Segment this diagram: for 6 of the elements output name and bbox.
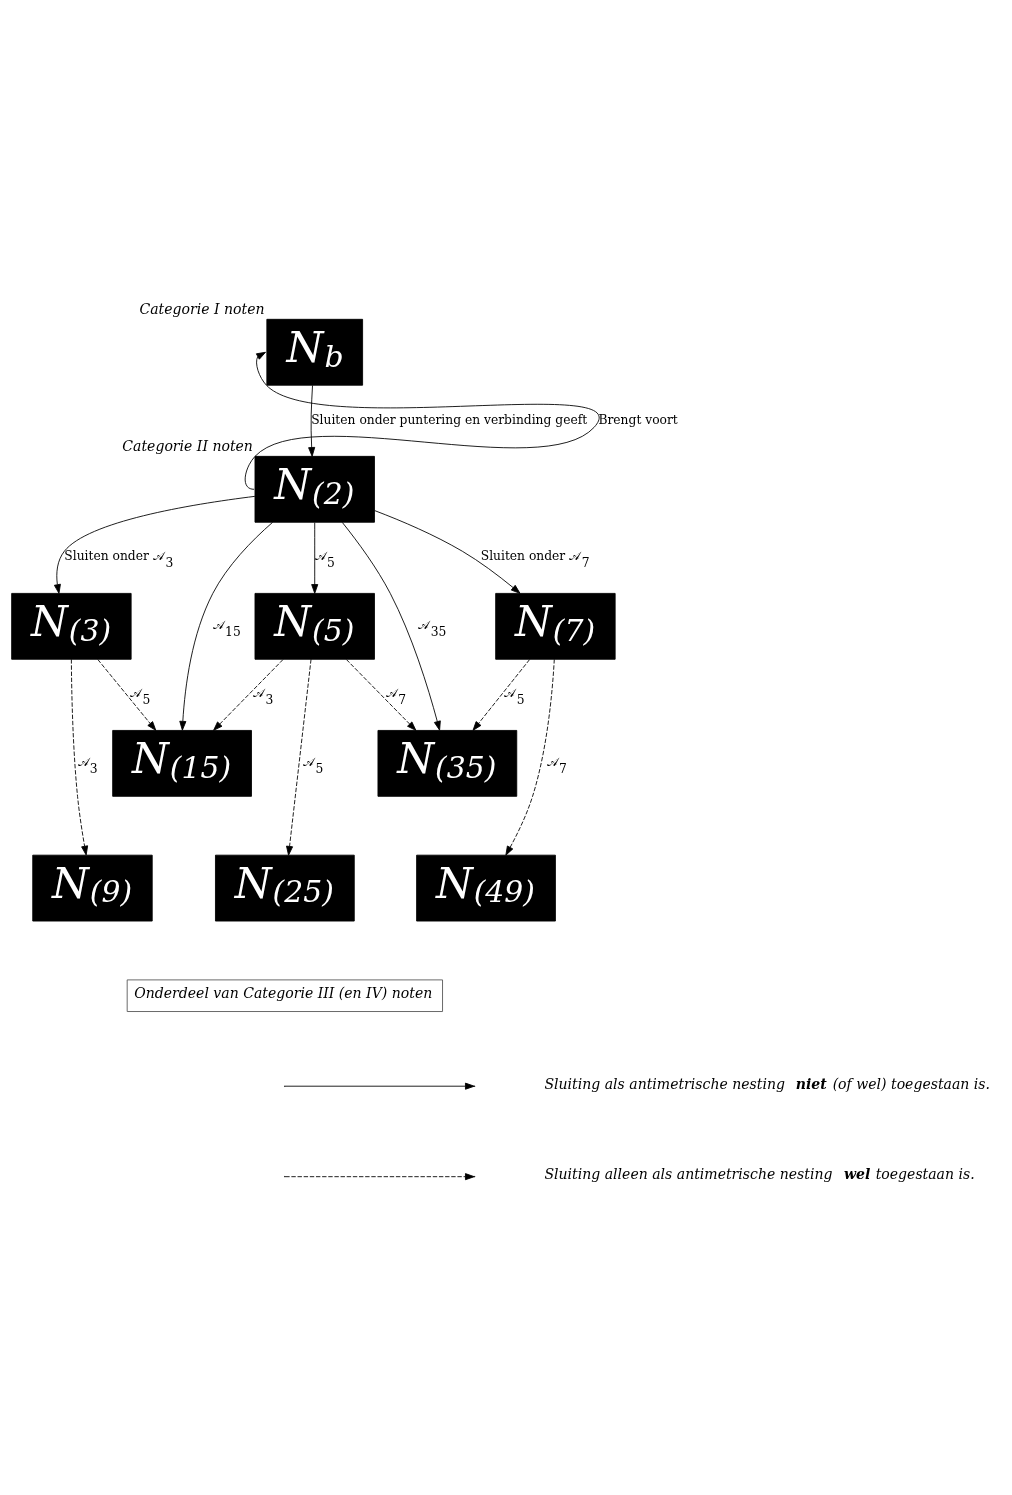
node-label: Categorie I noten <box>139 300 265 317</box>
node-label: Categorie II noten <box>122 437 253 454</box>
legend-label: Sluiting alleen als antimetrische nesting wel toegestaan is. <box>544 1165 975 1182</box>
edge-label: Brengt voort <box>598 412 678 427</box>
edge-label: Sluiten onder puntering en verbinding geeft <box>311 412 588 427</box>
legend-label: Sluiting als antimetrische nesting niet (of wel) toegestaan is. <box>544 1075 991 1092</box>
